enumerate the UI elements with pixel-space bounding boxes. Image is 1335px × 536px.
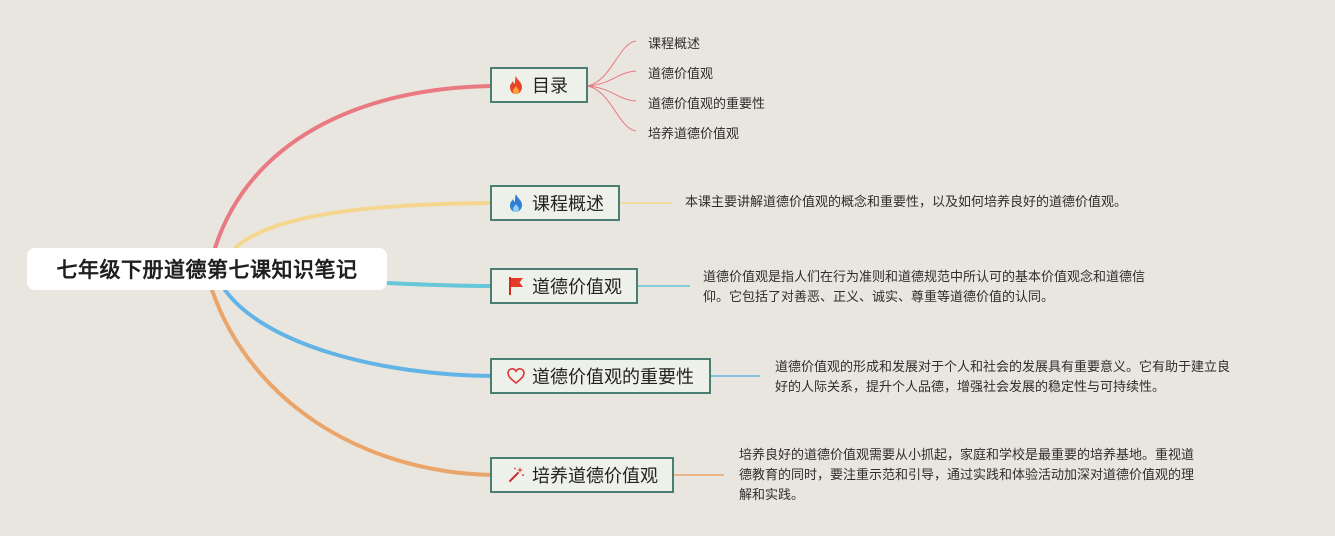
values-description: 道德价值观是指人们在行为准则和道德规范中所认可的基本价值观念和道德信 仰。它包括…: [703, 268, 1263, 308]
cultivate-desc-line-2: 德教育的同时，要注重示范和引导，通过实践和体验活动加深对道德价值观的理: [739, 468, 1195, 483]
branch-node-values[interactable]: 道德价值观: [490, 268, 638, 304]
toc-sub-line-1: [587, 40, 637, 87]
toc-sub-line-2: [587, 70, 637, 87]
importance-description: 道德价值观的形成和发展对于个人和社会的发展具有重要意义。它有助于建立良 好的人际…: [775, 358, 1315, 398]
overview-desc-line-1: 本课主要讲解道德价值观的概念和重要性，以及如何培养良好的道德价值观。: [685, 195, 1128, 210]
values-desc-line-1: 道德价值观是指人们在行为准则和道德规范中所认可的基本价值观念和道德信: [703, 270, 1146, 285]
toc-item-values[interactable]: 道德价值观: [648, 67, 714, 82]
heart-outline-icon: [506, 366, 526, 386]
branch-node-overview[interactable]: 课程概述: [490, 185, 620, 221]
values-desc-line-2: 仰。它包括了对善恶、正义、诚实、尊重等道德价值的认同。: [703, 290, 1055, 305]
cultivate-description: 培养良好的道德价值观需要从小抓起，家庭和学校是最重要的培养基地。重视道 德教育的…: [739, 446, 1299, 506]
cultivate-desc-line-3: 解和实践。: [739, 488, 805, 503]
fire-icon: [506, 75, 526, 95]
branch-line-overview: [233, 201, 494, 250]
branch-label-toc: 目录: [532, 76, 568, 97]
overview-description: 本课主要讲解道德价值观的概念和重要性，以及如何培养良好的道德价值观。: [685, 193, 1245, 213]
branch-node-importance[interactable]: 道德价值观的重要性: [490, 358, 711, 394]
importance-desc-line-2: 好的人际关系，提升个人品德，增强社会发展的稳定性与可持续性。: [775, 380, 1166, 395]
branch-label-cultivate: 培养道德价值观: [532, 466, 658, 487]
toc-item-overview[interactable]: 课程概述: [648, 37, 701, 52]
branch-line-importance: [223, 288, 494, 378]
branch-line-toc: [213, 84, 494, 250]
branch-node-cultivate[interactable]: 培养道德价值观: [490, 457, 674, 493]
toc-sub-line-3: [587, 85, 637, 102]
branch-label-importance: 道德价值观的重要性: [532, 367, 694, 388]
red-flag-icon: [506, 276, 526, 296]
branch-label-overview: 课程概述: [532, 194, 604, 215]
importance-desc-line-1: 道德价值观的形成和发展对于个人和社会的发展具有重要意义。它有助于建立良: [775, 360, 1231, 375]
toc-item-importance[interactable]: 道德价值观的重要性: [648, 97, 766, 112]
branch-line-cultivate: [210, 288, 494, 477]
root-topic[interactable]: 七年级下册道德第七课知识笔记: [27, 248, 387, 290]
toc-sub-line-4: [587, 85, 637, 132]
magic-wand-icon: [506, 465, 526, 485]
branch-node-toc[interactable]: 目录: [490, 67, 588, 103]
cultivate-desc-line-1: 培养良好的道德价值观需要从小抓起，家庭和学校是最重要的培养基地。重视道: [739, 448, 1195, 463]
root-title: 七年级下册道德第七课知识笔记: [56, 258, 358, 282]
blue-flame-icon: [506, 193, 526, 213]
branch-line-values: [385, 281, 494, 288]
branch-label-values: 道德价值观: [532, 277, 622, 298]
toc-item-cultivate[interactable]: 培养道德价值观: [648, 127, 740, 142]
